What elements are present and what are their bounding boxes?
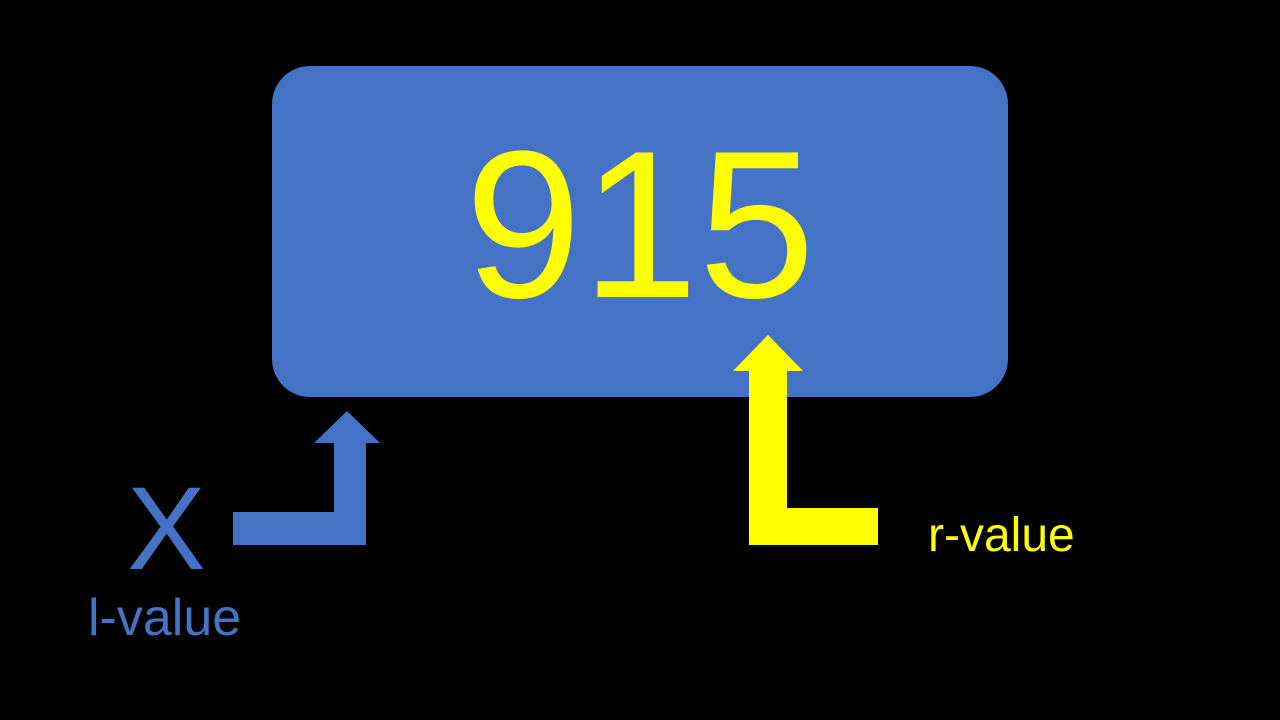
rvalue-label: r-value (928, 509, 1075, 562)
variable-name: X (127, 463, 206, 595)
rvalue-arrow (733, 335, 878, 545)
lvalue-label: l-value (88, 589, 242, 647)
lvalue-arrow (233, 411, 380, 545)
stored-value: 915 (464, 106, 816, 342)
memory-value-box: 915 (272, 66, 1008, 397)
